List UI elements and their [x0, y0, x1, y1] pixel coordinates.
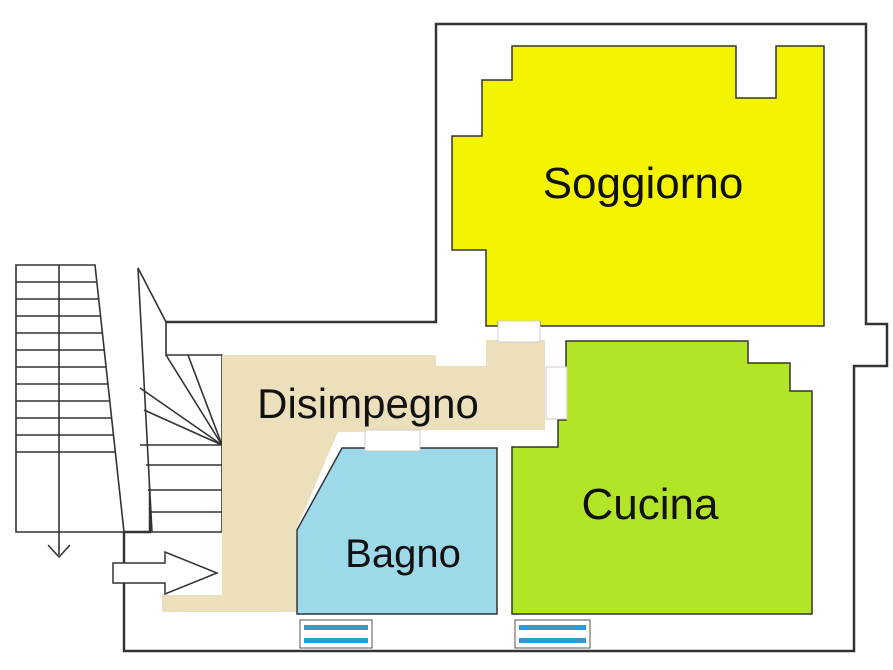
window-cucina [514, 619, 591, 649]
label-disimpegno: Disimpegno [257, 380, 479, 427]
door-bagno [364, 429, 421, 452]
room-bagno [296, 447, 498, 615]
label-soggiorno: Soggiorno [543, 159, 744, 208]
label-cucina: Cucina [582, 480, 719, 529]
label-bagno: Bagno [345, 532, 461, 576]
door-soggiorno [497, 320, 541, 343]
door-cucina [545, 366, 568, 420]
windows [299, 619, 591, 649]
door-openings [364, 320, 568, 452]
room-disimpegno [162, 340, 545, 612]
entrance-arrow-icon [112, 550, 220, 596]
window-bagno [299, 619, 373, 649]
winding-stair [137, 267, 223, 533]
staircase [15, 264, 125, 559]
room-cucina [511, 340, 813, 615]
